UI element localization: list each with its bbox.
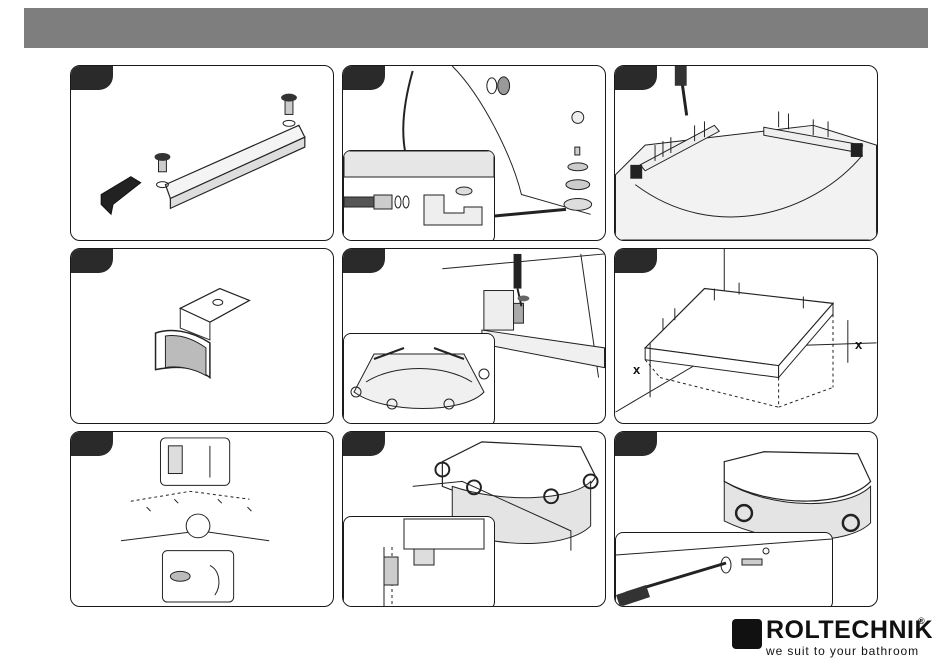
panel-step-8 [342,431,606,607]
registered-mark: ® [918,616,925,626]
panel-step-5 [342,248,606,424]
profile-bracket-illustration [71,66,333,240]
step-number-tab [342,431,385,456]
panel-step-3 [614,65,878,241]
panel-step-6: x x [614,248,878,424]
drain-detail-inset [343,150,495,241]
roltechnik-logo: ROLTECHNIK ® we suit to your bathroom [732,614,928,660]
panel-step-2 [342,65,606,241]
step-number-tab [70,248,113,273]
panel-step-1 [70,65,334,241]
logo-emblem-icon [732,619,762,649]
dimension-label-right: x [855,337,862,352]
tray-clips-inset [343,333,495,424]
leveling-illustration [615,249,877,423]
bracket-clip-illustration [71,249,333,423]
step-number-tab [342,65,385,90]
step-number-tab [70,431,113,456]
step-number-tab [614,431,657,456]
panel-step-7 [70,431,334,607]
panel-step-9 [614,431,878,607]
step-number-tab [70,65,113,90]
step-number-tab [614,248,657,273]
step-number-tab [614,65,657,90]
step-number-tab [342,248,385,273]
screw-detail-inset [615,532,833,607]
panel-step-4 [70,248,334,424]
marking-positions-illustration [71,432,333,606]
header-bar [24,8,928,48]
panel-clip-inset [343,516,495,607]
brand-tagline: we suit to your bathroom [766,644,919,658]
mounting-screws-illustration [615,66,877,240]
brand-name: ROLTECHNIK [766,616,933,644]
dimension-label-left: x [633,362,640,377]
